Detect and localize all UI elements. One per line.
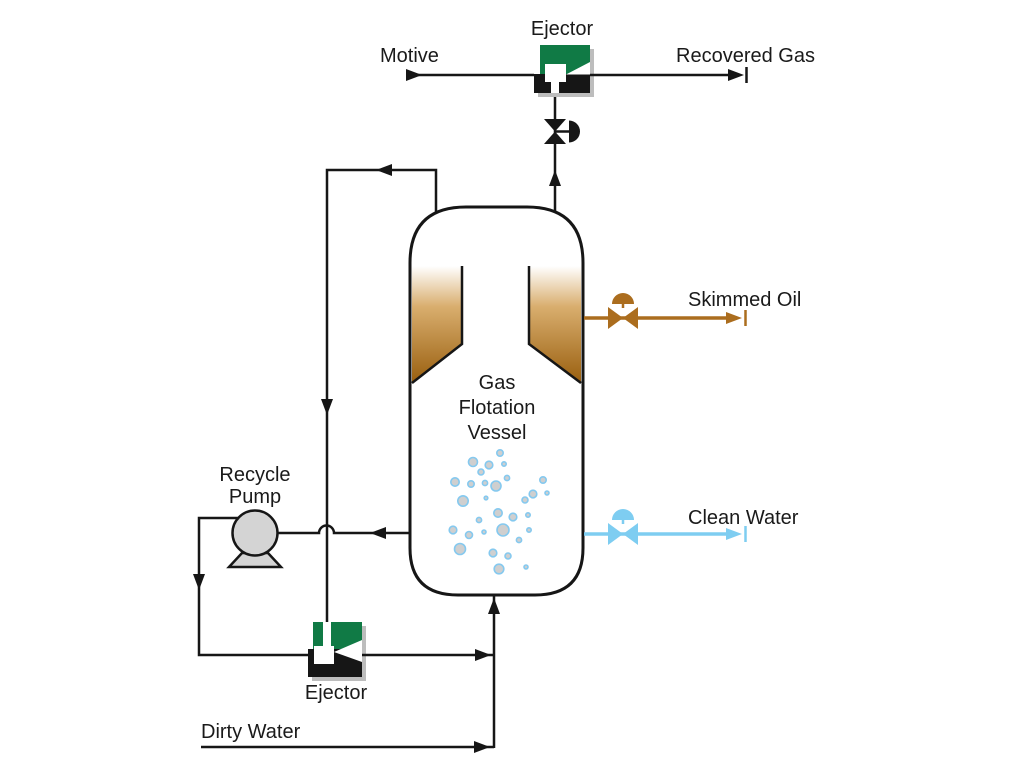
- gas-bubble: [448, 525, 458, 535]
- gas-bubble: [515, 536, 523, 544]
- clean-water-label: Clean Water: [688, 507, 799, 529]
- bottom-ejector-icon: [308, 622, 366, 681]
- flow-arrow-right-icon: [475, 649, 491, 661]
- gas-bubble: [528, 489, 538, 499]
- gas-control-valve: [544, 119, 581, 144]
- flow-arrow-right-icon: [726, 312, 742, 324]
- flow-arrow-right-icon: [406, 69, 422, 81]
- ejector-diffuser-wedge: [334, 640, 362, 662]
- valve-body-bottom: [544, 131, 566, 144]
- vessel-label-line3: Vessel: [468, 422, 527, 444]
- weir-baffle-left: [411, 266, 464, 384]
- gas-bubble: [525, 526, 532, 533]
- skimmed-oil-stream: [584, 293, 747, 329]
- ejector-nozzle-box: [314, 646, 334, 664]
- clean-water-valve: [608, 509, 638, 545]
- gas-bubble: [481, 529, 487, 535]
- valve-body-top: [544, 119, 566, 132]
- gas-bubble: [521, 496, 529, 504]
- gas-bubble: [449, 476, 460, 487]
- valve-body-right: [623, 307, 638, 329]
- clean-water-stream: [584, 509, 747, 545]
- recycle-gas-line: [321, 164, 438, 622]
- gas-bubble: [495, 448, 504, 457]
- gas-bubble: [503, 474, 511, 482]
- top-ejector-label: Ejector: [531, 18, 594, 40]
- top-ejector-icon: [534, 45, 594, 97]
- motive-stream: Motive: [380, 45, 534, 81]
- valve-body-left: [608, 307, 623, 329]
- skimmed-oil-label: Skimmed Oil: [688, 289, 801, 311]
- bottom-ejector-label: Ejector: [305, 682, 368, 704]
- gas-bubble: [477, 468, 485, 476]
- gas-bubble: [500, 460, 507, 467]
- ejector-suction-stem: [323, 622, 331, 648]
- gas-bubble: [475, 516, 483, 524]
- skimmed-oil-valve: [608, 293, 638, 329]
- recycle-pump: Recycle Pump: [193, 464, 410, 657]
- pump-discharge-line: [193, 516, 309, 657]
- ejector-outlet-line: [362, 649, 493, 661]
- gas-bubble: [456, 494, 469, 507]
- gas-bubble: [483, 495, 489, 501]
- flow-arrow-down-icon: [193, 574, 205, 590]
- gas-flotation-vessel: Gas Flotation Vessel: [408, 205, 585, 597]
- gas-bubble: [496, 523, 510, 537]
- pump-suction-pipe: [278, 524, 410, 535]
- recovered-gas-label: Recovered Gas: [676, 45, 815, 67]
- bottom-ejector: Ejector: [305, 622, 368, 704]
- flow-arrow-right-icon: [726, 528, 742, 540]
- gas-bubble: [493, 563, 505, 575]
- gas-bubble: [508, 512, 518, 522]
- flow-arrow-up-icon: [549, 170, 561, 186]
- top-ejector: Ejector: [531, 18, 594, 97]
- gas-bubble: [453, 542, 467, 556]
- gas-bubble: [504, 552, 512, 560]
- gas-bubble: [524, 511, 531, 518]
- gas-bubbles: [448, 448, 550, 575]
- flow-arrow-up-icon: [488, 598, 500, 614]
- vessel-label: Gas Flotation Vessel: [459, 372, 536, 444]
- vessel-label-line2: Flotation: [459, 397, 536, 419]
- valve-actuator-icon: [569, 120, 581, 143]
- gas-bubble: [544, 490, 550, 496]
- pump-body-icon: [231, 509, 279, 557]
- recovered-gas-stream: Recovered Gas: [590, 45, 815, 83]
- gas-bubble: [488, 548, 498, 558]
- dirty-water-label: Dirty Water: [201, 721, 301, 743]
- gas-bubble: [492, 507, 503, 518]
- recycle-pump-label-line2: Pump: [229, 486, 281, 508]
- flow-arrow-right-icon: [728, 69, 744, 81]
- weir-baffle-right: [527, 266, 582, 384]
- gas-bubble: [481, 479, 489, 487]
- valve-body-left: [608, 523, 623, 545]
- gas-bubble: [484, 460, 494, 470]
- valve-actuator-icon: [612, 293, 634, 304]
- gas-bubble: [466, 479, 475, 488]
- motive-label: Motive: [380, 45, 439, 67]
- pump-suction-line: [278, 524, 410, 539]
- gas-bubble: [464, 530, 474, 540]
- ejector-suction-stem: [551, 82, 559, 93]
- gas-riser-line: [549, 92, 561, 213]
- recycle-pump-label-line1: Recycle: [219, 464, 290, 486]
- gas-bubble: [538, 475, 547, 484]
- valve-actuator-icon: [612, 509, 634, 520]
- gas-bubble: [523, 564, 529, 570]
- flow-arrow-left-icon: [370, 527, 386, 539]
- ejector-nozzle-box: [545, 64, 566, 82]
- vessel-label-line1: Gas: [479, 372, 516, 394]
- flow-arrow-left-icon: [376, 164, 392, 176]
- ejector-diffuser-wedge: [566, 62, 590, 75]
- valve-body-right: [623, 523, 638, 545]
- dirty-water-stream: Dirty Water: [201, 721, 494, 753]
- flow-arrow-down-icon: [321, 399, 333, 415]
- gas-bubble: [467, 456, 479, 468]
- gas-bubble: [490, 480, 502, 492]
- vessel-feed-riser: [488, 596, 500, 748]
- flow-arrow-right-icon: [474, 741, 490, 753]
